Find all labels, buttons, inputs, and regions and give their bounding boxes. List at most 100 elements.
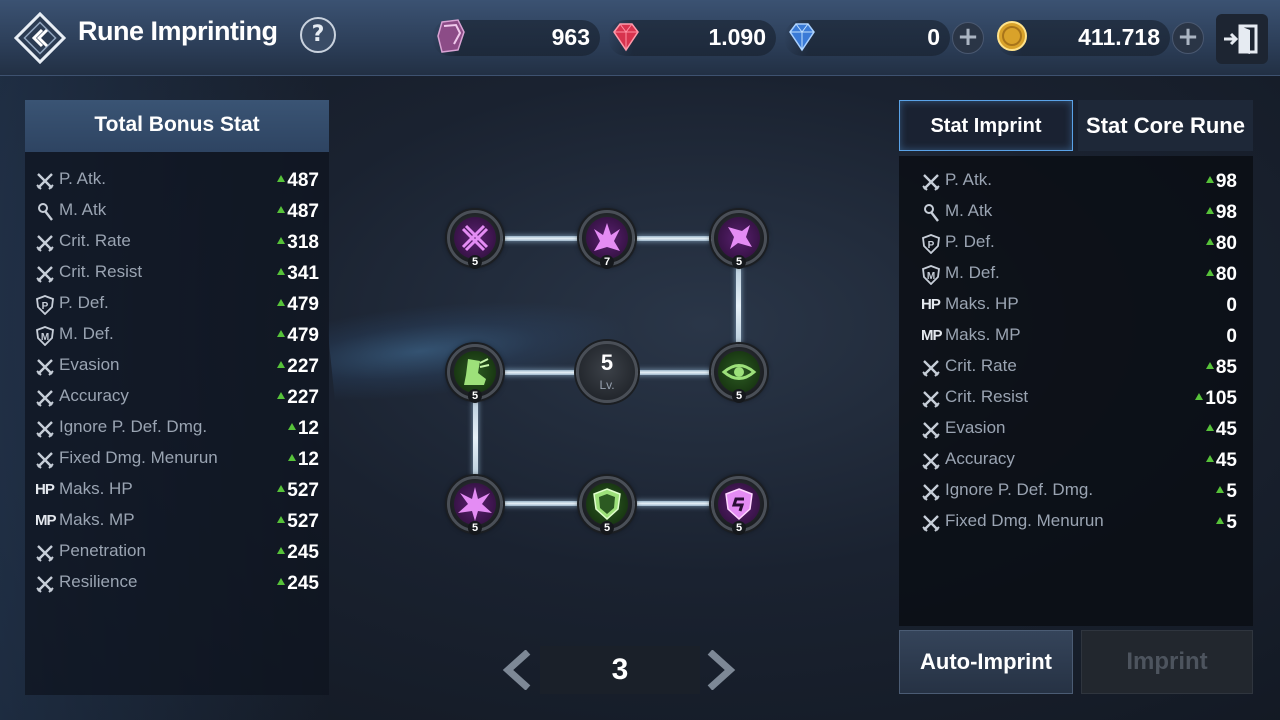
stat-name: Ignore P. Def. Dmg. bbox=[945, 480, 1094, 499]
stat-name: Crit. Rate bbox=[945, 356, 1017, 375]
stat-value: 85 bbox=[1205, 357, 1237, 379]
rune-link bbox=[736, 240, 741, 372]
increase-arrow-icon bbox=[277, 578, 286, 585]
swords-icon bbox=[35, 357, 55, 377]
increase-arrow-icon bbox=[1205, 424, 1214, 431]
rune-node-shattered-star[interactable]: 5 bbox=[711, 210, 767, 269]
rune-node-winged-boot[interactable]: 5 bbox=[447, 344, 503, 403]
stat-name: Maks. HP bbox=[59, 479, 133, 498]
currency-value: 0 bbox=[927, 24, 940, 50]
currency-gold-coin: 411.718 bbox=[996, 20, 1170, 56]
swords-icon bbox=[921, 482, 941, 502]
stat-name: Evasion bbox=[945, 418, 1006, 437]
staff-icon bbox=[35, 202, 55, 222]
svg-text:P: P bbox=[928, 240, 935, 251]
stat-name: M. Atk bbox=[59, 200, 107, 219]
crossed-claws-icon bbox=[461, 224, 489, 252]
stat-value: 245 bbox=[277, 542, 319, 564]
hp-icon: HP bbox=[35, 481, 55, 498]
m-shield-icon: M bbox=[35, 326, 55, 347]
stat-name: Maks. HP bbox=[945, 294, 1019, 313]
stat-value-text: 227 bbox=[287, 387, 319, 408]
shattered-star-icon bbox=[728, 225, 752, 249]
chevron-right-icon bbox=[707, 649, 736, 691]
stat-value-text: 0 bbox=[1226, 326, 1237, 347]
tab-stat-imprint[interactable]: Stat Imprint bbox=[899, 100, 1073, 151]
currency-value: 411.718 bbox=[1078, 24, 1160, 50]
rune-node-green-shield[interactable]: 5 bbox=[579, 476, 635, 535]
rune-node-crystal-burst[interactable]: 7 bbox=[579, 210, 635, 269]
blue-diamond-icon bbox=[782, 16, 822, 56]
stat-row: P. Atk.98 bbox=[899, 166, 1253, 197]
spiked-burst-icon bbox=[458, 487, 492, 521]
rune-node-crossed-claws[interactable]: 5 bbox=[447, 210, 503, 269]
stat-value-text: 487 bbox=[287, 170, 319, 191]
total-bonus-title: Total Bonus Stat bbox=[25, 100, 329, 152]
mp-icon: MP bbox=[921, 327, 943, 344]
stat-value: 479 bbox=[277, 294, 319, 316]
stat-value-text: 341 bbox=[287, 263, 319, 284]
rune-link bbox=[473, 372, 478, 504]
auto-imprint-button[interactable]: Auto-Imprint bbox=[899, 630, 1073, 694]
tab-stat-core-rune[interactable]: Stat Core Rune bbox=[1078, 100, 1253, 151]
stat-value-text: 318 bbox=[287, 232, 319, 253]
stat-name: P. Def. bbox=[59, 293, 109, 312]
rune-node-purple-shield[interactable]: 5 bbox=[711, 476, 767, 535]
increase-arrow-icon bbox=[277, 392, 286, 399]
stat-name: Maks. MP bbox=[59, 510, 135, 529]
stat-row: Crit. Rate 318 bbox=[25, 228, 329, 259]
swords-icon bbox=[35, 543, 55, 563]
rune-level: 5 bbox=[731, 255, 747, 269]
swords-icon bbox=[921, 451, 941, 471]
evil-eye-icon bbox=[721, 364, 757, 380]
rune-level: 5 bbox=[467, 389, 483, 403]
red-gem-icon bbox=[606, 16, 646, 56]
increase-arrow-icon bbox=[1205, 176, 1214, 183]
rune-node-evil-eye[interactable]: 5 bbox=[711, 344, 767, 403]
add-blue-diamond-button[interactable]: + bbox=[952, 22, 984, 54]
stat-value-text: 0 bbox=[1226, 295, 1237, 316]
exit-button[interactable] bbox=[1216, 14, 1268, 64]
currency-red-gem: 1.090 bbox=[608, 20, 776, 56]
stat-name: Resilience bbox=[59, 572, 138, 591]
stat-name: Fixed Dmg. Menurun bbox=[59, 448, 218, 467]
rune-node-spiked-burst[interactable]: 5 bbox=[447, 476, 503, 535]
rune-board: 5 7 5 5 5 Lv. bbox=[420, 190, 800, 550]
stat-value-text: 12 bbox=[297, 418, 319, 439]
stat-value-text: 479 bbox=[287, 294, 319, 315]
help-button[interactable]: ? bbox=[300, 17, 336, 53]
imprint-button[interactable]: Imprint bbox=[1081, 630, 1253, 694]
increase-arrow-icon bbox=[277, 299, 286, 306]
increase-arrow-icon bbox=[277, 361, 286, 368]
rune-level: 5 bbox=[467, 521, 483, 535]
green-shield-icon bbox=[593, 488, 621, 521]
stat-name: Crit. Rate bbox=[59, 231, 131, 250]
increase-arrow-icon bbox=[277, 206, 286, 213]
increase-arrow-icon bbox=[287, 423, 296, 430]
back-button[interactable] bbox=[13, 11, 67, 65]
svg-text:M: M bbox=[927, 271, 935, 282]
stat-row: Crit. Rate 85 bbox=[899, 352, 1253, 383]
add-gold-button[interactable]: + bbox=[1172, 22, 1204, 54]
swords-icon bbox=[35, 450, 55, 470]
stat-value: 80 bbox=[1205, 233, 1237, 255]
stat-name: Accuracy bbox=[59, 386, 129, 405]
mp-icon: MP bbox=[35, 512, 57, 529]
stat-value-text: 98 bbox=[1215, 202, 1237, 223]
winged-boot-icon bbox=[464, 358, 490, 385]
stat-name: M. Def. bbox=[59, 324, 114, 343]
stat-value: 487 bbox=[277, 170, 319, 192]
increase-arrow-icon bbox=[277, 268, 286, 275]
next-page-button[interactable] bbox=[704, 649, 738, 691]
increase-arrow-icon bbox=[277, 547, 286, 554]
stat-value: 227 bbox=[277, 356, 319, 378]
prev-page-button[interactable] bbox=[500, 649, 534, 691]
swords-icon bbox=[921, 513, 941, 533]
